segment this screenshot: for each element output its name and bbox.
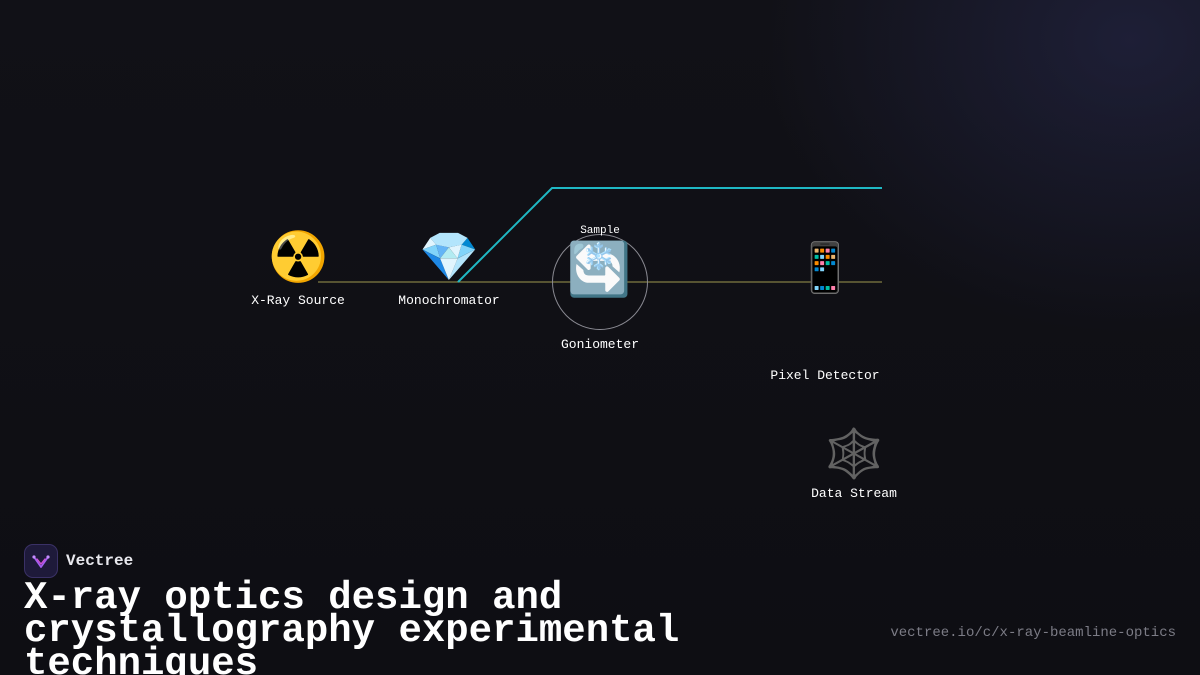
- snowflake-icon: ❄️: [582, 242, 616, 272]
- gem-icon: 💎: [419, 229, 479, 285]
- data-stream-label: Data Stream: [811, 486, 897, 501]
- course-url: vectree.io/c/x-ray-beamline-optics: [890, 625, 1176, 641]
- goniometer-label: Goniometer: [560, 337, 640, 352]
- pixel-detector-label: Pixel Detector: [770, 368, 880, 383]
- brand: Vectree: [24, 544, 133, 578]
- rotate-arrows-icon: 🔄: [566, 240, 632, 300]
- xray-source-label: X-Ray Source: [251, 293, 345, 308]
- goniometer-ring: [552, 234, 648, 330]
- spider-web-icon: 🕸️: [824, 426, 884, 482]
- page-title: X-ray optics design and crystallography …: [24, 576, 680, 675]
- brand-name: Vectree: [66, 552, 134, 570]
- data-stream-node: 🕸️ Data Stream: [811, 426, 897, 501]
- monochromator-label: Monochromator: [398, 293, 500, 308]
- xray-source-node: ☢️ X-Ray Source: [251, 229, 345, 308]
- sample-label: Sample: [580, 225, 620, 237]
- vectree-logo-icon: [24, 544, 58, 578]
- pixel-detector-node: 📱 Pixel Detector: [770, 240, 879, 383]
- monochromator-node: 💎 Monochromator: [398, 229, 499, 308]
- radioactive-icon: ☢️: [268, 229, 328, 285]
- diffracted-beam-line: [457, 187, 882, 283]
- mobile-phone-icon: 📱: [795, 240, 855, 296]
